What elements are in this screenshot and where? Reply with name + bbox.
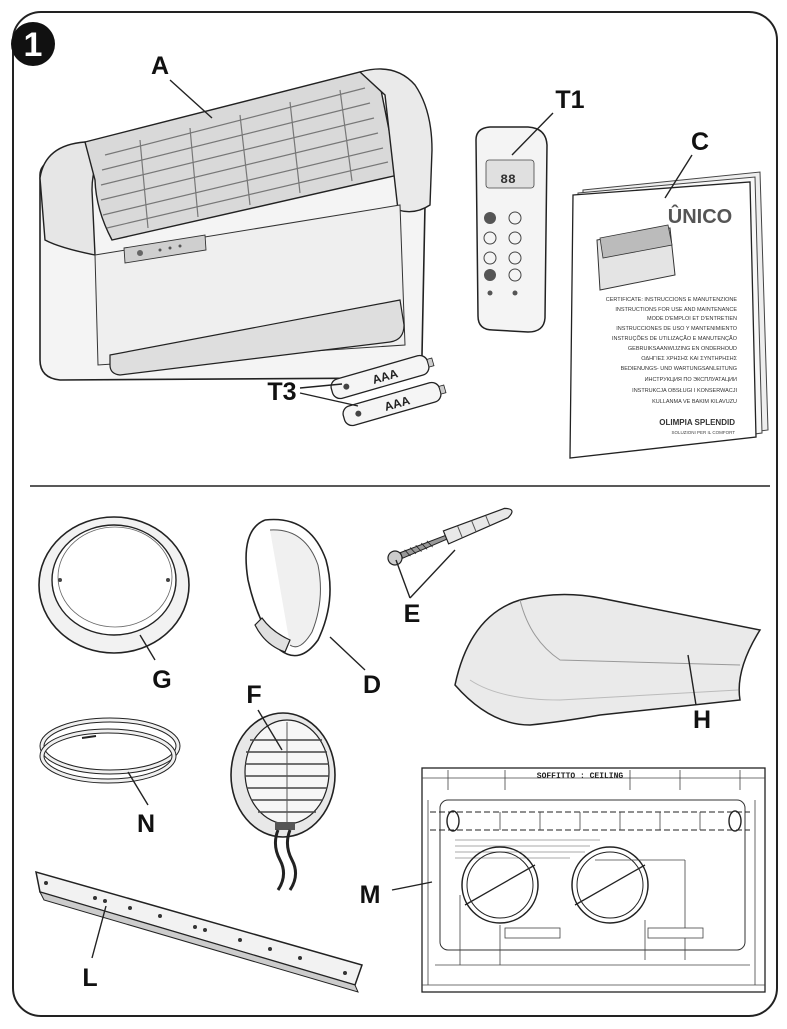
manual-logo: OLIMPIA SPLENDID bbox=[659, 418, 735, 427]
label-A: A bbox=[151, 52, 169, 80]
label-E: E bbox=[404, 600, 421, 628]
screw-plug-illustration bbox=[387, 507, 513, 566]
manual-lang-4: INSTRUCCIONES DE USO Y MANTENIMIENTO bbox=[616, 326, 737, 332]
batteries-illustration: AAA AAA bbox=[330, 354, 447, 427]
user-manual-illustration: ÛNICO CERTIFICATE: INSTRUCCIONS E MANUTE… bbox=[569, 171, 769, 459]
label-C: C bbox=[691, 128, 709, 156]
label-M: M bbox=[360, 881, 381, 909]
label-N: N bbox=[137, 810, 155, 838]
coiled-strip-illustration bbox=[39, 717, 181, 784]
manual-lang-8: BEDIENUNGS- UND WARTUNGSANLEITUNG bbox=[621, 366, 737, 372]
label-L: L bbox=[82, 964, 97, 992]
mounting-bracket-illustration bbox=[35, 870, 363, 993]
manual-language-list: CERTIFICATE: INSTRUCCIONS E MANUTENZIONE… bbox=[606, 297, 738, 405]
manual-lang-2: INSTRUCTIONS FOR USE AND MAINTENANCE bbox=[615, 307, 737, 313]
manual-cover-unit bbox=[596, 224, 676, 291]
manual-lang-9: ИНСТРУКЦИЯ ПО ЭКСПЛУАТАЦИИ bbox=[645, 377, 737, 383]
manual-lang-7: ΟΔΗΓΙΕΣ ΧΡΗΣΗΣ ΚΑΙ ΣΥΝΤΗΡΗΣΗΣ bbox=[641, 356, 737, 362]
manual-lang-6: GEBRUIKSAANWIJZING EN ONDERHOUD bbox=[628, 346, 737, 352]
ring-flange-illustration bbox=[38, 516, 190, 654]
label-H: H bbox=[693, 706, 711, 734]
drilling-template-illustration: SOFFITTO : CEILING bbox=[421, 767, 766, 993]
label-G: G bbox=[152, 666, 171, 694]
manual-lang-11: KULLANMA VE BAKIM KILAVUZU bbox=[652, 399, 737, 405]
sheet-illustration bbox=[454, 593, 762, 726]
band-ring-illustration bbox=[245, 518, 331, 657]
svg-text:88: 88 bbox=[500, 172, 516, 187]
remote-control-illustration: 88 bbox=[475, 126, 548, 333]
label-F: F bbox=[246, 681, 261, 709]
step-number: 1 bbox=[24, 26, 43, 64]
manual-lang-10: INSTRUKCJA OBSŁUGI I KONSERWACJI bbox=[632, 388, 737, 394]
battery-2-label: AAA bbox=[383, 393, 412, 414]
vent-grille-illustration bbox=[230, 712, 336, 891]
manual-logo-sub: SOLUZIONI PER IL COMFORT bbox=[671, 430, 735, 435]
manual-lang-3: MODE D'EMPLOI ET D'ENTRETIEN bbox=[647, 316, 737, 322]
step-badge: 1 bbox=[11, 22, 55, 66]
figure-frame bbox=[12, 11, 778, 1017]
label-T1: T1 bbox=[555, 86, 584, 114]
indoor-unit-illustration bbox=[39, 68, 433, 381]
battery-1-label: AAA bbox=[371, 366, 400, 387]
manual-lang-5: INSTRUÇÕES DE UTILIZAÇÃO E MANUTENÇÃO bbox=[612, 335, 738, 342]
template-heading: SOFFITTO : CEILING bbox=[537, 772, 624, 781]
label-T3: T3 bbox=[267, 378, 296, 406]
manual-brand: ÛNICO bbox=[668, 204, 732, 228]
label-D: D bbox=[363, 671, 381, 699]
manual-lang-1: CERTIFICATE: INSTRUCCIONS E MANUTENZIONE bbox=[606, 297, 738, 303]
